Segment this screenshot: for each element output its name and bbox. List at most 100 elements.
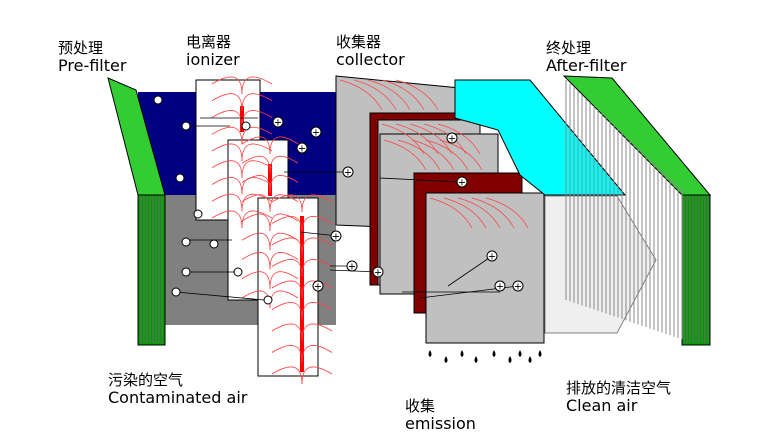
field-arc — [271, 194, 303, 213]
ionizer — [195, 76, 333, 385]
field-arc — [271, 323, 303, 342]
field-arc — [271, 345, 303, 363]
field-arc — [395, 79, 439, 111]
neutral-particles — [153, 95, 273, 305]
field-arc — [241, 213, 271, 232]
charge-sign: + — [458, 178, 466, 189]
charged-particle — [296, 142, 308, 154]
field-arc — [241, 252, 271, 270]
charged-particle — [330, 230, 342, 242]
field-arc — [241, 93, 273, 111]
emission-droplet — [528, 356, 532, 363]
field-arc — [211, 160, 243, 178]
field-arc — [269, 155, 299, 174]
field-arc — [457, 197, 501, 229]
field-arc — [269, 252, 299, 270]
field-arc — [429, 197, 473, 229]
charge-sign: + — [448, 134, 456, 145]
label-pre-filter: 预处理 Pre-filter — [58, 39, 127, 76]
field-arc — [301, 216, 333, 234]
label-clean-air-cn: 排放的清洁空气 — [566, 379, 672, 397]
field-arc — [301, 345, 333, 363]
emission-droplet — [428, 350, 432, 357]
field-arc — [211, 126, 243, 145]
label-contaminated-air-cn: 污染的空气 — [108, 371, 184, 389]
label-clean-air-en: Clean air — [566, 396, 638, 416]
field-arc — [271, 237, 303, 256]
label-pre-filter-cn: 预处理 — [58, 39, 104, 57]
field-arc — [269, 271, 299, 289]
field-arc — [241, 194, 271, 212]
charged-particle — [456, 176, 468, 188]
charged-particle — [486, 250, 498, 262]
field-arc — [397, 139, 441, 171]
field-arc — [443, 197, 487, 229]
label-contaminated-air-en: Contaminated air — [108, 388, 248, 408]
charged-particle — [346, 260, 358, 272]
field-arc — [211, 76, 243, 95]
field-arc — [241, 143, 273, 162]
pre-filter-grille — [140, 196, 163, 343]
label-emission-cn: 收集 — [405, 397, 436, 415]
emission-droplet — [508, 356, 512, 363]
neutral-particle — [241, 121, 251, 131]
neutral-particle — [193, 209, 203, 219]
collector-plate-4 — [425, 192, 545, 344]
field-arc — [301, 366, 333, 385]
field-arc — [301, 280, 333, 299]
charged-particle — [512, 280, 524, 292]
neutral-particle — [233, 267, 243, 277]
field-arc — [241, 271, 271, 289]
neutral-particle — [263, 295, 273, 305]
after-filter-grille — [565, 80, 709, 343]
label-after-filter-cn: 终处理 — [546, 39, 592, 57]
field-arc — [269, 136, 299, 155]
charge-sign: + — [298, 144, 306, 155]
emission-droplet — [492, 350, 496, 357]
field-arc — [301, 323, 333, 342]
field-arc — [241, 76, 273, 95]
emission-droplet — [518, 350, 522, 357]
field-arc — [269, 232, 299, 251]
field-arc — [381, 79, 425, 111]
field-arc — [301, 302, 333, 320]
field-arc — [339, 79, 383, 111]
field-arc — [271, 366, 303, 385]
label-contaminated-air: 污染的空气 Contaminated air — [108, 371, 248, 408]
charged-particles: +++++++++++++ — [272, 116, 524, 293]
charged-particle — [494, 280, 506, 292]
label-ionizer-cn: 电离器 — [186, 33, 232, 51]
label-collector-en: collector — [336, 50, 405, 70]
neutral-particle — [181, 121, 191, 131]
field-arc — [211, 143, 243, 162]
field-arc — [269, 213, 299, 232]
charged-particle — [342, 166, 354, 178]
charge-sign: + — [514, 282, 522, 293]
charge-sign: + — [496, 282, 504, 293]
neutral-particle — [153, 95, 163, 105]
emission-droplet — [444, 356, 448, 363]
label-pre-filter-en: Pre-filter — [58, 56, 127, 76]
field-arc — [211, 93, 243, 111]
field-arc — [211, 110, 243, 128]
label-emission: 收集 emission — [405, 397, 476, 434]
ionizer-panel-front — [257, 197, 319, 377]
field-arc — [241, 210, 273, 229]
field-arc — [211, 210, 243, 229]
label-after-filter: 终处理 After-filter — [546, 39, 626, 76]
label-collector-cn: 收集器 — [336, 33, 382, 51]
emission-droplet — [538, 350, 542, 357]
charge-sign: + — [274, 118, 282, 129]
field-arc — [271, 280, 303, 299]
collector — [335, 75, 545, 344]
pre-filter — [107, 77, 166, 346]
field-arc — [411, 139, 455, 171]
neutral-particle — [181, 267, 191, 277]
field-arc — [485, 197, 529, 229]
field-arc — [241, 155, 271, 174]
charged-particle — [372, 266, 384, 278]
neutral-particle — [181, 237, 191, 247]
field-arc — [471, 197, 515, 229]
